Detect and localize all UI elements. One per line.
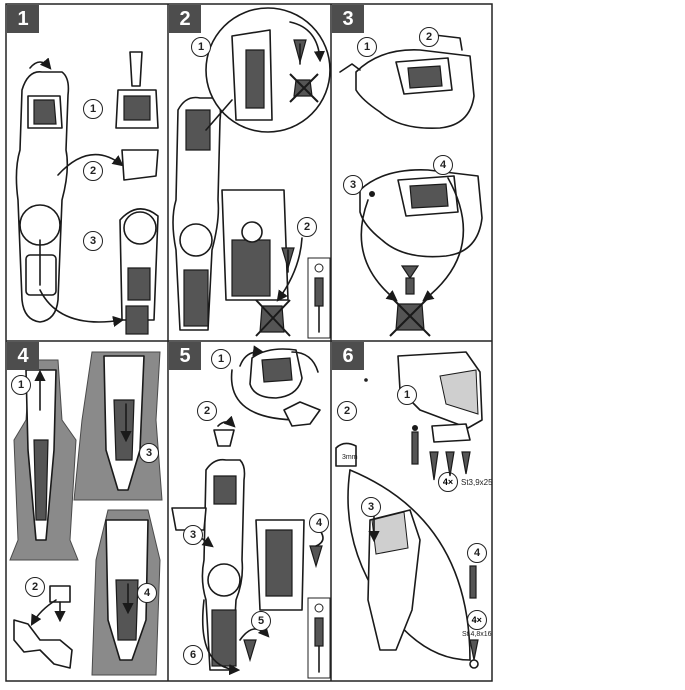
step-label-p4-2: 2 (25, 577, 45, 597)
panel-6-drawing (335, 351, 483, 669)
step-label-p3-3: 3 (343, 175, 363, 195)
drill-size: 3mm (342, 454, 358, 461)
screw-a-qty: 4× (438, 472, 458, 492)
step-label-p2-1: 1 (191, 37, 211, 57)
panel-5-number: 5 (169, 342, 201, 370)
panel-3-drawing (339, 33, 483, 337)
step-label-p4-4: 4 (137, 583, 157, 603)
panel-2-drawing (172, 7, 331, 339)
step-label-p5-5: 5 (251, 611, 271, 631)
panel-1-number: 1 (7, 5, 39, 33)
step-label-p5-2: 2 (197, 401, 217, 421)
step-label-p6-4: 4 (467, 543, 487, 563)
step-label-p6-2: 2 (337, 401, 357, 421)
panel-grid (5, 3, 493, 682)
step-label-p4-3: 3 (139, 443, 159, 463)
step-label-p6-3: 3 (361, 497, 381, 517)
screw-a-callout: 4× St3,9x25 (438, 472, 493, 492)
step-label-p3-4: 4 (433, 155, 453, 175)
step-label-p5-6: 6 (183, 645, 203, 665)
screw-a-spec: St3,9x25 (461, 477, 493, 487)
screw-b-spec: St 4,8x16 (462, 631, 492, 638)
step-label-p1-2: 2 (83, 161, 103, 181)
panel-1-drawing (15, 51, 159, 335)
step-label-p1-3: 3 (83, 231, 103, 251)
step-label-p2-2: 2 (297, 217, 317, 237)
screw-b-callout: 4× St 4,8x16 (462, 610, 492, 638)
step-label-p3-1: 1 (357, 37, 377, 57)
panel-3-number: 3 (332, 5, 364, 33)
panel-5-drawing (171, 345, 331, 679)
step-label-p4-1: 1 (11, 375, 31, 395)
step-label-p3-2: 2 (419, 27, 439, 47)
panel-2-number: 2 (169, 5, 201, 33)
step-label-p5-4: 4 (309, 513, 329, 533)
step-label-p5-3: 3 (183, 525, 203, 545)
step-label-p5-1: 1 (211, 349, 231, 369)
panel-4-drawing (9, 351, 163, 676)
step-label-p1-1: 1 (83, 99, 103, 119)
panel-4-number: 4 (7, 342, 39, 370)
step-label-p6-1: 1 (397, 385, 417, 405)
screw-b-qty: 4× (466, 610, 487, 630)
panel-6-number: 6 (332, 342, 364, 370)
